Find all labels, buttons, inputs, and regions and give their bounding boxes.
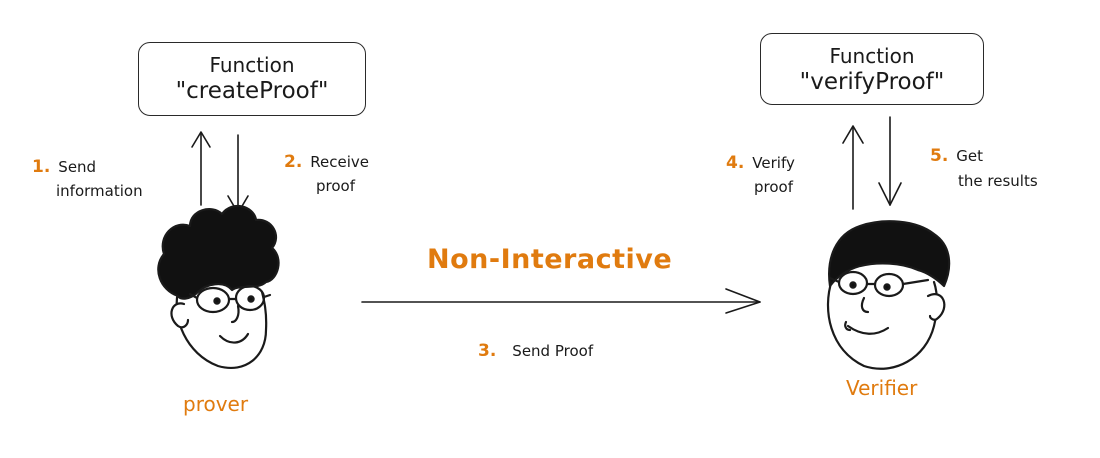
step-4-number: 4.: [726, 153, 745, 173]
step-1-label: 1. Send: [32, 156, 96, 178]
step-3-number: 3.: [478, 341, 497, 361]
step-2-label: 2. Receive: [284, 151, 369, 173]
receive-proof-arrow: [227, 134, 249, 214]
prover-label: prover: [183, 392, 249, 416]
step-5-line2: the results: [958, 172, 1038, 190]
step-1-line2: information: [56, 182, 143, 200]
get-results-arrow: [878, 116, 902, 206]
step-2-line2: proof: [316, 177, 355, 195]
step-1-line2-label: information: [56, 180, 143, 202]
step-1-number: 1.: [32, 157, 51, 177]
step-1-line1: Send: [58, 158, 97, 176]
verify-proof-function-box: Function "verifyProof": [760, 33, 984, 105]
prover-character: [157, 204, 280, 369]
send-information-arrow: [191, 131, 211, 206]
step-5-line2-label: the results: [958, 170, 1038, 192]
step-4-label: 4. Verify: [726, 152, 795, 174]
step-5-label: 5. Get: [930, 145, 983, 167]
verify-box-line2: "verifyProof": [799, 69, 945, 95]
step-4-line2-label: proof: [754, 176, 793, 198]
create-proof-function-box: Function "createProof": [138, 42, 366, 116]
step-4-line1: Verify: [752, 154, 795, 172]
non-interactive-title: Non-Interactive: [427, 244, 673, 275]
step-2-line1: Receive: [310, 153, 370, 171]
step-4-line2: proof: [754, 178, 793, 196]
step-3-label: 3. Send Proof: [478, 340, 593, 362]
step-5-line1: Get: [956, 147, 984, 165]
step-2-line2-label: proof: [316, 175, 355, 197]
create-box-line2: "createProof": [175, 78, 329, 104]
verify-proof-arrow: [842, 125, 864, 210]
verifier-character: [826, 220, 951, 370]
step-2-number: 2.: [284, 152, 303, 172]
step-3-text: Send Proof: [512, 342, 594, 360]
step-5-number: 5.: [930, 146, 949, 166]
verifier-label: Verifier: [846, 376, 918, 400]
send-proof-arrow: [361, 288, 761, 314]
create-box-line1: Function: [209, 53, 295, 77]
verify-box-line1: Function: [829, 44, 915, 68]
